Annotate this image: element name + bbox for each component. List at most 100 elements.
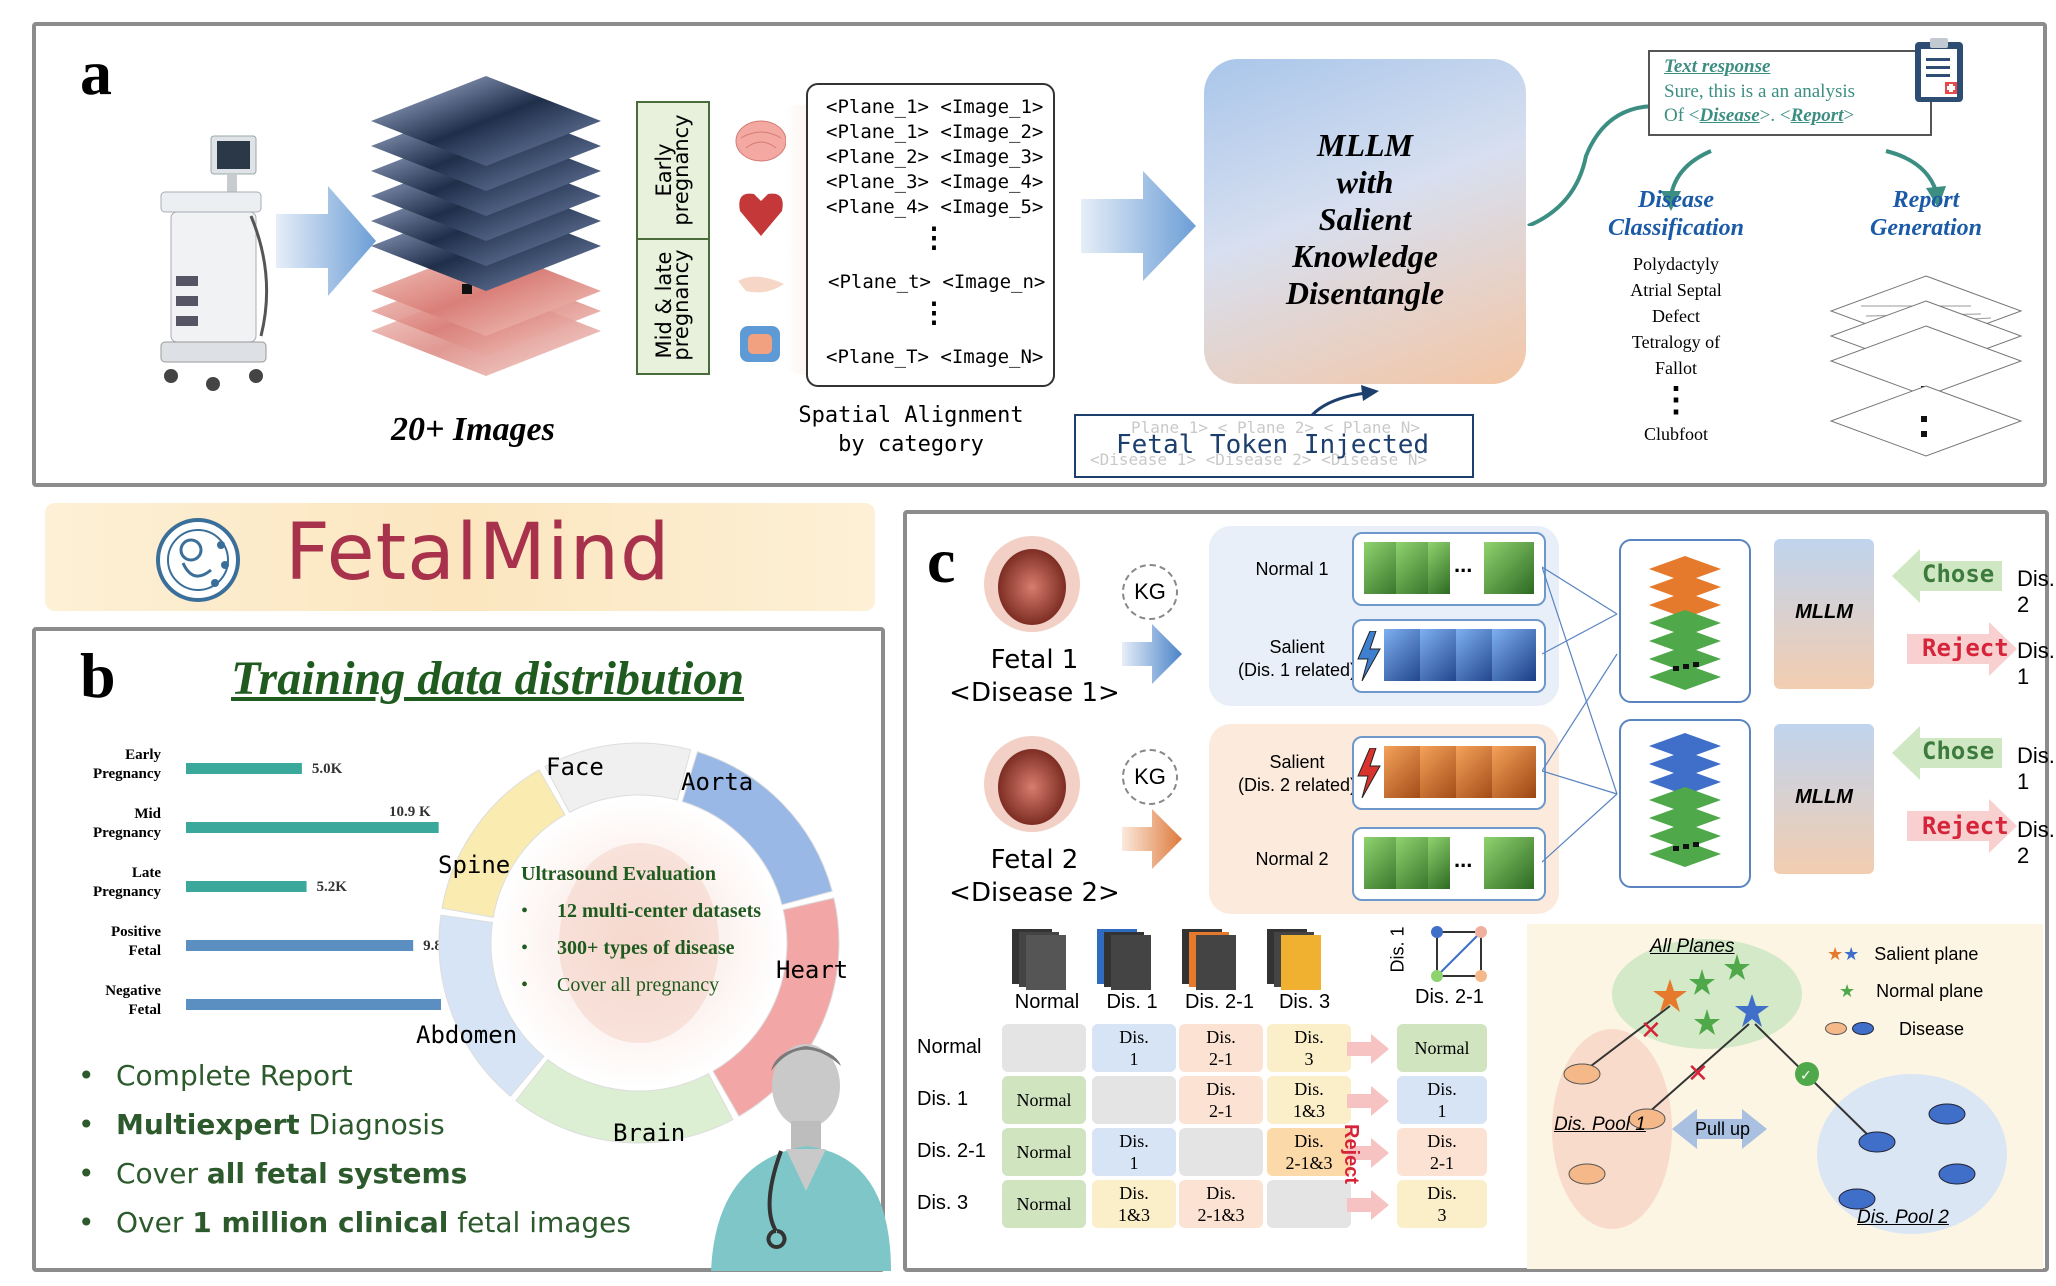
mllm-label: MLLM xyxy=(1795,601,1853,623)
pull-up-label: Pull up xyxy=(1695,1119,1751,1139)
legend-salient: ★★ Salient plane xyxy=(1827,944,1978,965)
salient-star-icon: ★ xyxy=(1843,944,1860,964)
fetal-line: Fetal 2 xyxy=(990,845,1079,875)
panel-a: a 20+ Images xyxy=(32,22,2047,487)
rg-title: Generation xyxy=(1869,215,1982,241)
plane-line: <Plane_t> <Image_n> xyxy=(828,271,1046,293)
stack-layers xyxy=(1649,733,1721,867)
salient-line: Salient xyxy=(1269,637,1325,657)
reject-label-2: Reject xyxy=(1922,812,2009,840)
ring-label-abdomen: Abdomen xyxy=(416,1021,518,1049)
reject-vertical-label: Reject xyxy=(1340,1124,1362,1185)
mllm-line: MLLM xyxy=(1317,127,1413,163)
bullet-text: Diagnosis xyxy=(299,1108,445,1141)
text-response-title: Text response xyxy=(1664,56,1771,77)
chose-target-2: Dis. 1 xyxy=(2017,743,2055,794)
reject-arrow-2 xyxy=(1907,799,2017,853)
fetus-1-icon xyxy=(984,536,1080,632)
legend-text: Disease xyxy=(1899,1019,1965,1039)
ring-segment xyxy=(544,742,692,814)
table-cell: Dis.1 xyxy=(1092,1024,1176,1072)
alignment-line: Spatial Alignment xyxy=(798,403,1024,428)
bullet-item: •Over 1 million clinical fetal images xyxy=(78,1206,631,1239)
col-header: Dis. 2-1 xyxy=(1185,991,1254,1013)
token-ghost-top: Plane 1> < Plane 2> < Plane N> xyxy=(1131,418,1420,437)
disease-node-icon xyxy=(1825,1022,1847,1035)
all-planes-label: All Planes xyxy=(1650,936,1735,957)
token-stack-1 xyxy=(1619,539,1751,703)
plane-line: <Plane_1> <Image_2> xyxy=(826,121,1044,143)
relation-graph-icon xyxy=(1431,926,1487,982)
mllm-title: MLLM with Salient Knowledge Disentangle xyxy=(1204,127,1526,312)
bar-category-label: Negative xyxy=(105,983,161,999)
normal-1-images: ... xyxy=(1352,532,1546,606)
reject-arrow-1 xyxy=(1907,622,2017,676)
text-fragment: Report xyxy=(1790,105,1844,126)
plane-line: <Plane_4> <Image_5> xyxy=(826,196,1044,218)
bullet-text: Cover xyxy=(116,1157,207,1190)
table-cell xyxy=(1179,1128,1263,1176)
ring-center-item: •12 multi-center datasets xyxy=(521,900,762,922)
fetal-line: <Disease 2> xyxy=(949,878,1120,908)
svg-text:✕: ✕ xyxy=(1687,1059,1709,1089)
chose-label-1: Chose xyxy=(1922,560,1995,588)
reject-label-1: Reject xyxy=(1922,634,2009,662)
graph-label-bottom: Dis. 2-1 xyxy=(1415,986,1484,1008)
disease-item: Atrial Septal xyxy=(1630,280,1722,300)
svg-text:✓: ✓ xyxy=(1800,1068,1812,1084)
mllm-line: Knowledge xyxy=(1292,238,1438,274)
stage-early: Early pregnancy xyxy=(652,114,693,226)
bar-category-label: Mid xyxy=(134,806,161,822)
disease-item: Polydactyly xyxy=(1633,254,1719,274)
ring-label-heart: Heart xyxy=(776,956,849,984)
stack-layers xyxy=(1649,556,1721,690)
bullet-bold: all fetal systems xyxy=(206,1157,468,1190)
ring-segment xyxy=(441,769,566,918)
token-ghost-bottom: <Disease 1> <Disease 2> <Disease N> xyxy=(1090,450,1428,469)
lightning-icon xyxy=(1357,748,1381,798)
salient-line: (Dis. 2 related) xyxy=(1237,775,1357,795)
mllm-line: with xyxy=(1336,164,1394,200)
chose-arrow-2 xyxy=(1892,726,2002,780)
row-header: Dis. 3 xyxy=(917,1192,969,1214)
ring-label-spine: Spine xyxy=(438,851,511,879)
token-stack-2 xyxy=(1619,719,1751,888)
normal-1-label: Normal 1 xyxy=(1255,559,1329,579)
ellipsis: ⋮ xyxy=(1659,382,1693,419)
plane-line: <Plane_T> <Image_N> xyxy=(826,346,1044,368)
bullet-bold: 1 million clinical xyxy=(192,1206,449,1239)
legend-disease: Disease xyxy=(1825,1019,1964,1040)
bar-value-label: 5.0K xyxy=(312,761,343,777)
table-cell: Dis.3 xyxy=(1267,1024,1351,1072)
flow-arrow-icon xyxy=(276,186,376,296)
dc-title: Disease xyxy=(1638,187,1714,213)
table-cell xyxy=(1267,1180,1351,1228)
ring-center-text: Cover all pregnancy xyxy=(557,974,720,996)
pool-graph: ✕ ✕ ✓ xyxy=(1552,939,2007,1234)
panel-c-letter: c xyxy=(927,525,956,596)
col-header: Normal xyxy=(1014,991,1080,1013)
lightning-icon xyxy=(1357,631,1381,681)
bar-value-label: 5.2K xyxy=(317,879,348,895)
flow-arrow-icon xyxy=(1081,171,1196,281)
ultrasound-machine-icon xyxy=(160,135,269,391)
doctor-illustration xyxy=(711,1044,891,1271)
bar-category-label: Pregnancy xyxy=(93,766,162,782)
disease-list: Polydactyly Atrial Septal Defect Tetralo… xyxy=(1576,251,1776,447)
rg-title: Report xyxy=(1892,187,1960,213)
dc-title: Classification xyxy=(1607,215,1745,241)
bullet-bold: Multiexpert xyxy=(116,1108,300,1141)
disease-item: Defect xyxy=(1652,306,1700,326)
bar xyxy=(186,822,439,833)
ellipsis: ... xyxy=(1454,847,1473,872)
table-cell: Dis.2-1 xyxy=(1179,1076,1263,1124)
text-response-box: Text response Sure, this is a an analysi… xyxy=(1648,50,1932,136)
chose-label-2: Chose xyxy=(1922,737,1995,765)
plane-line: <Plane_1> <Image_1> xyxy=(826,96,1044,118)
ring-center-item: •Cover all pregnancy xyxy=(521,974,720,996)
bar-category-label: Fetal xyxy=(129,1002,161,1018)
ring-segment xyxy=(515,1058,734,1144)
panel-c: c Fetal 1 <Disease 1> Fetal 2 <Disease 2… xyxy=(903,510,2055,1272)
chose-arrow-1 xyxy=(1892,549,2002,603)
